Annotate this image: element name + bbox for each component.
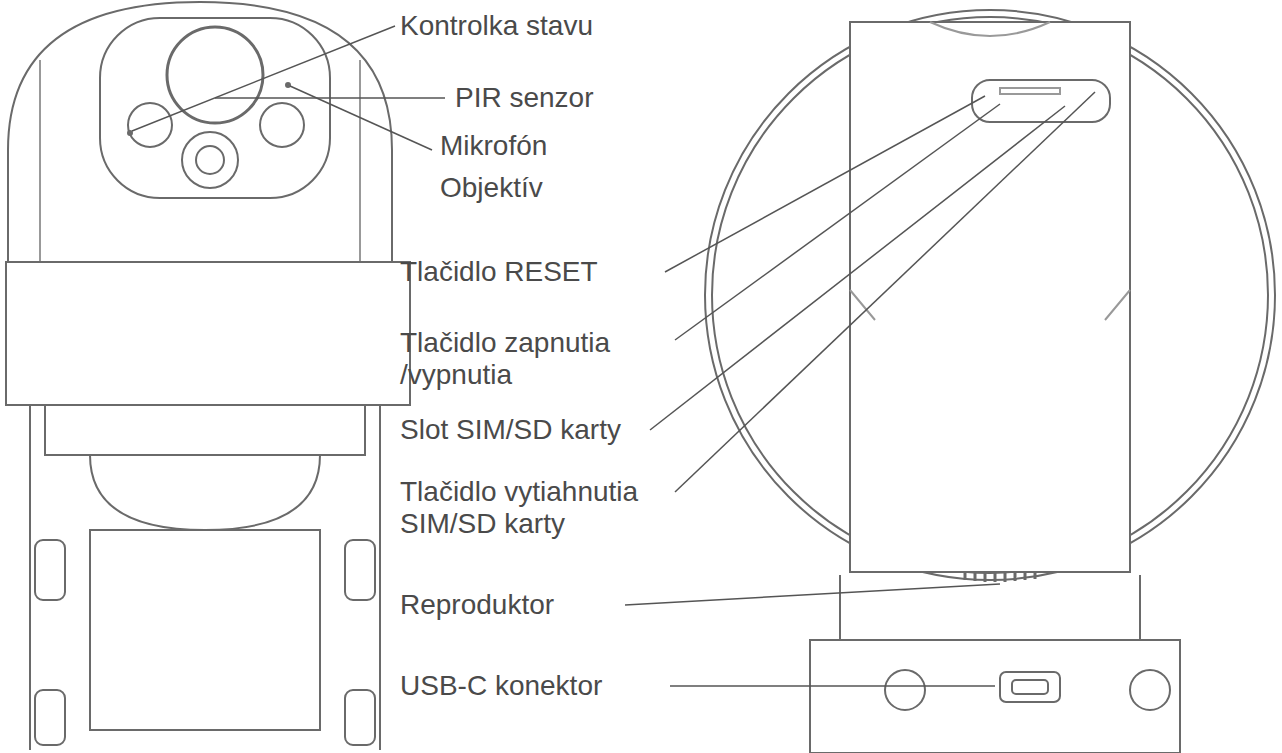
pir-sensor-label: PIR senzor [455,82,594,114]
card-slot-label: Slot SIM/SD karty [400,414,621,446]
reset-button-label: Tlačidlo RESET [400,256,598,288]
front-view [6,2,410,750]
microphone-label: Mikrofón [440,130,547,162]
usb-c-label: USB-C konektor [400,670,602,702]
lens-label: Objektív [440,172,543,204]
card-eject-label: Tlačidlo vytiahnutia SIM/SD karty [400,476,685,540]
speaker-label: Reproduktor [400,589,554,621]
power-button-label: Tlačidlo zapnutia /vypnutia [400,327,650,391]
status-light-label: Kontrolka stavu [400,10,593,42]
leader-lines [132,26,1095,686]
